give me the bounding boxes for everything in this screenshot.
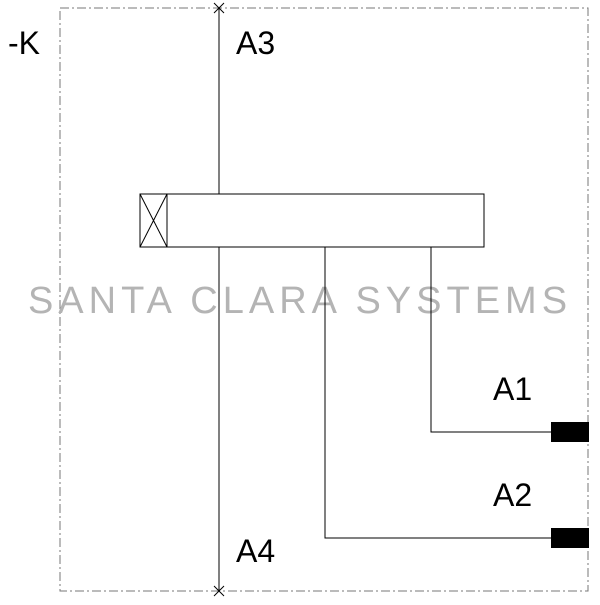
wire-a2 bbox=[324, 247, 551, 539]
terminal-label-a3: A3 bbox=[236, 25, 275, 61]
terminal-block-a2 bbox=[551, 528, 589, 548]
device-boundary bbox=[59, 7, 589, 592]
terminal-cross-bottom bbox=[213, 585, 225, 597]
device-tag: -K bbox=[8, 25, 40, 61]
terminal-block-a1 bbox=[551, 422, 589, 442]
relay-coil-body bbox=[139, 193, 485, 248]
wire-a1 bbox=[430, 247, 551, 433]
coil-symbol bbox=[139, 193, 168, 248]
terminal-cross-top bbox=[213, 2, 225, 14]
terminal-label-a4: A4 bbox=[236, 533, 275, 569]
terminal-label-a1: A1 bbox=[493, 371, 532, 407]
terminal-label-a2: A2 bbox=[493, 477, 532, 513]
watermark-text: SANTA CLARA SYSTEMS bbox=[28, 280, 572, 322]
